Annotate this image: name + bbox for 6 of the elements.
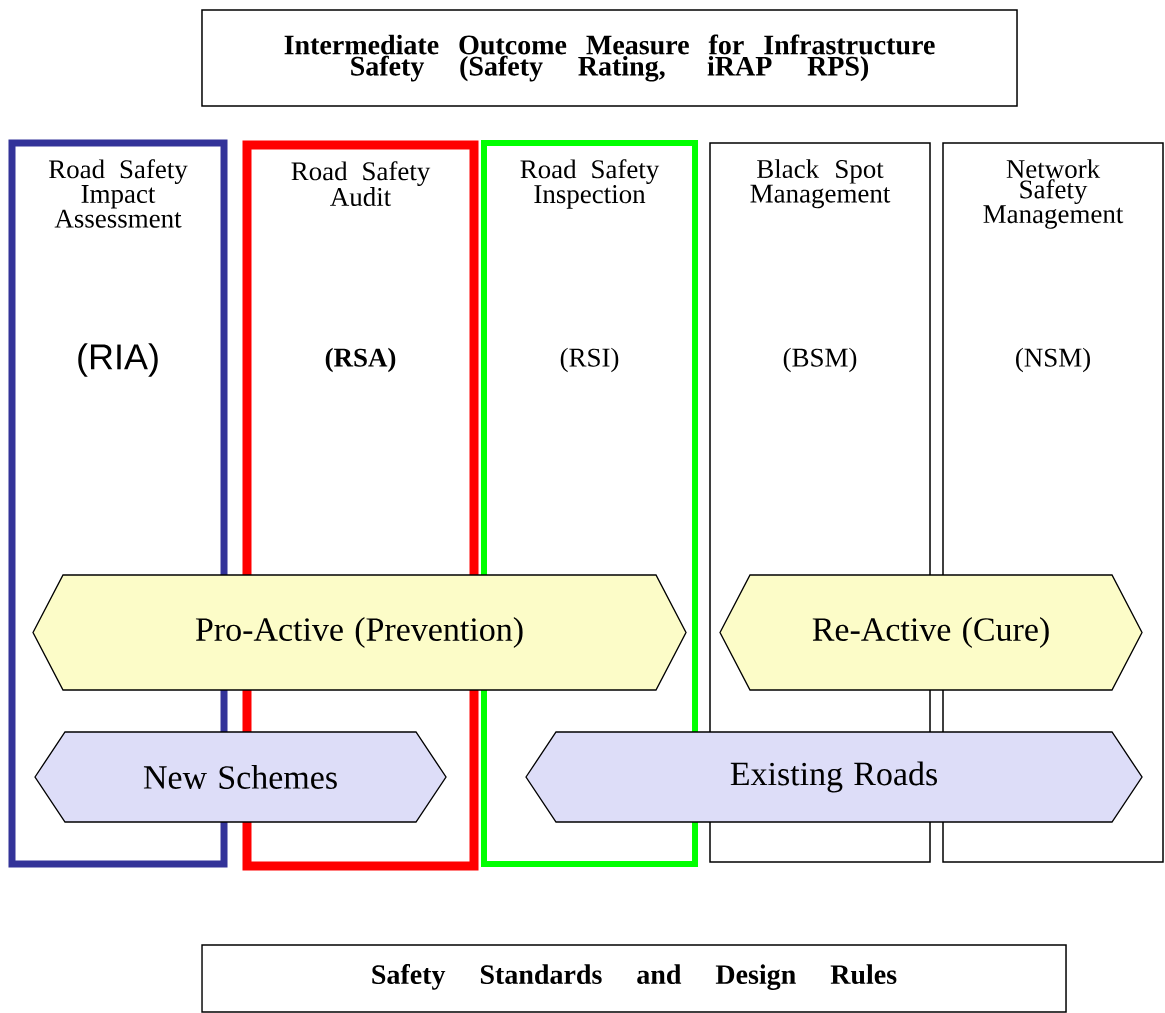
hexagon-band: New Schemes <box>34 731 447 823</box>
text-box: Safety Standards and Design Rules <box>201 944 1067 1013</box>
hexagon-band: Existing Roads <box>525 731 1143 823</box>
text-box: Intermediate Outcome Measure for Infrastructure Safety (Safety Rating, iRAP RPS) <box>201 9 1018 107</box>
hexagon-band: Re-Active (Cure) <box>719 574 1143 691</box>
hexagon-band: Pro-Active (Prevention) <box>32 574 687 691</box>
